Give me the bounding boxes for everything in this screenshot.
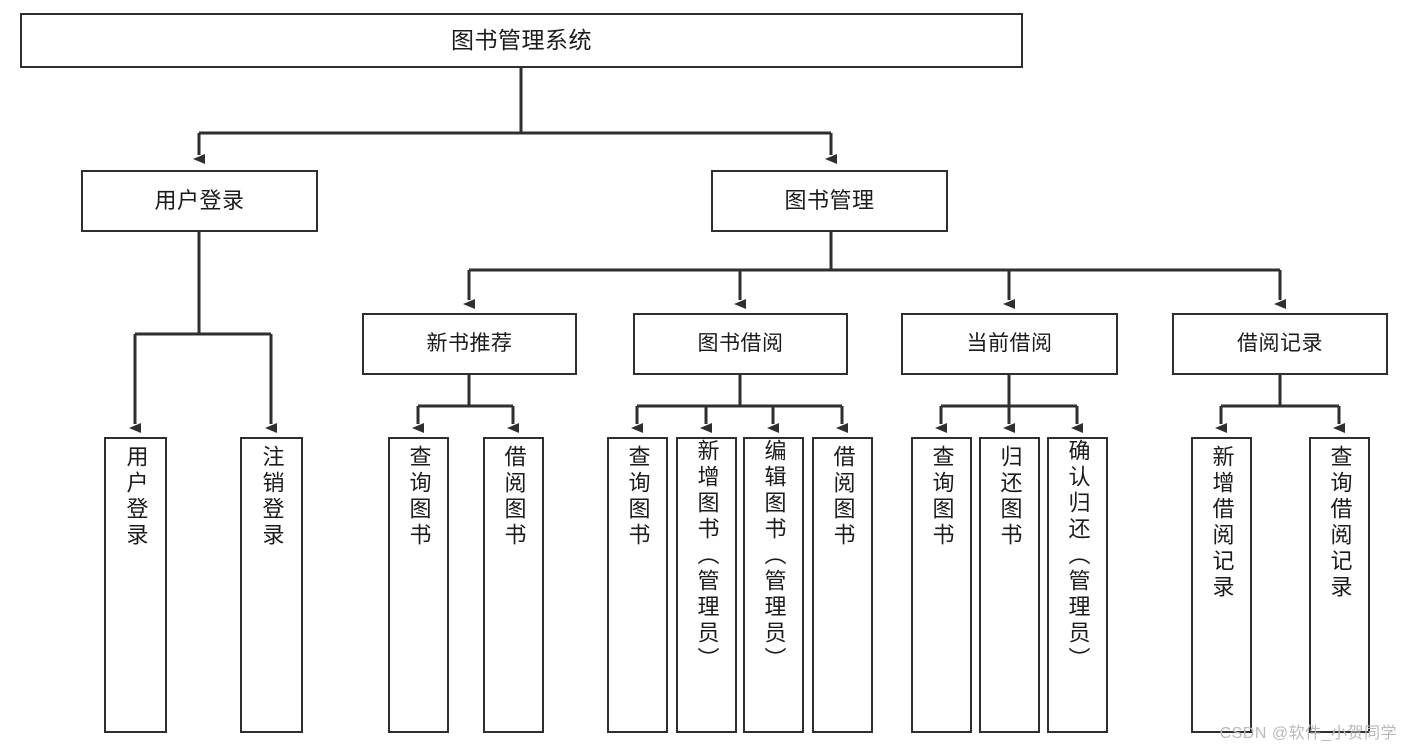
node-root[interactable]: 图书管理系统 [20, 13, 1023, 68]
node-leaf-borrow-book-2-label: 借阅图书 [830, 445, 856, 549]
node-leaf-user-login[interactable]: 用户登录 [104, 437, 167, 733]
node-borrow-record[interactable]: 借阅记录 [1172, 313, 1388, 375]
node-leaf-query-book-3-label: 查询图书 [929, 445, 955, 549]
node-leaf-return-book-label: 归还图书 [997, 445, 1023, 549]
node-leaf-query-record[interactable]: 查询借阅记录 [1309, 437, 1370, 733]
node-leaf-user-login-label: 用户登录 [123, 445, 149, 549]
node-user-login[interactable]: 用户登录 [81, 170, 318, 232]
node-leaf-user-logout-label: 注销登录 [259, 445, 285, 549]
node-leaf-query-book-1[interactable]: 查询图书 [388, 437, 449, 733]
node-leaf-return-book[interactable]: 归还图书 [979, 437, 1040, 733]
node-book-manage-label: 图书管理 [784, 188, 875, 214]
node-leaf-edit-book-label: 编辑图书（管理员） [761, 439, 787, 673]
node-leaf-borrow-book-2[interactable]: 借阅图书 [812, 437, 873, 733]
node-leaf-edit-book[interactable]: 编辑图书（管理员） [743, 437, 804, 733]
node-current-borrow-label: 当前借阅 [966, 331, 1053, 355]
node-user-login-label: 用户登录 [154, 188, 245, 214]
node-leaf-confirm-return[interactable]: 确认归还（管理员） [1047, 437, 1108, 733]
node-leaf-confirm-return-label: 确认归还（管理员） [1065, 439, 1091, 673]
node-leaf-add-record-label: 新增借阅记录 [1209, 445, 1235, 601]
node-leaf-query-book-1-label: 查询图书 [406, 445, 432, 549]
node-new-book-recommend[interactable]: 新书推荐 [362, 313, 577, 375]
node-leaf-query-book-3[interactable]: 查询图书 [911, 437, 972, 733]
node-leaf-query-book-2[interactable]: 查询图书 [607, 437, 668, 733]
node-leaf-query-book-2-label: 查询图书 [625, 445, 651, 549]
node-leaf-borrow-book-1[interactable]: 借阅图书 [483, 437, 544, 733]
node-new-book-recommend-label: 新书推荐 [426, 331, 513, 355]
node-root-label: 图书管理系统 [451, 27, 592, 54]
node-leaf-query-record-label: 查询借阅记录 [1327, 445, 1353, 601]
node-book-borrow-label: 图书借阅 [697, 331, 784, 355]
node-book-manage[interactable]: 图书管理 [711, 170, 948, 232]
node-borrow-record-label: 借阅记录 [1237, 331, 1323, 355]
node-leaf-add-book-label: 新增图书（管理员） [694, 439, 720, 673]
node-current-borrow[interactable]: 当前借阅 [901, 313, 1118, 375]
node-leaf-add-record[interactable]: 新增借阅记录 [1191, 437, 1252, 733]
node-leaf-user-logout[interactable]: 注销登录 [240, 437, 303, 733]
node-book-borrow[interactable]: 图书借阅 [633, 313, 848, 375]
node-leaf-add-book[interactable]: 新增图书（管理员） [676, 437, 737, 733]
node-leaf-borrow-book-1-label: 借阅图书 [501, 445, 527, 549]
watermark-text: CSDN @软件_小贺同学 [1219, 725, 1397, 742]
